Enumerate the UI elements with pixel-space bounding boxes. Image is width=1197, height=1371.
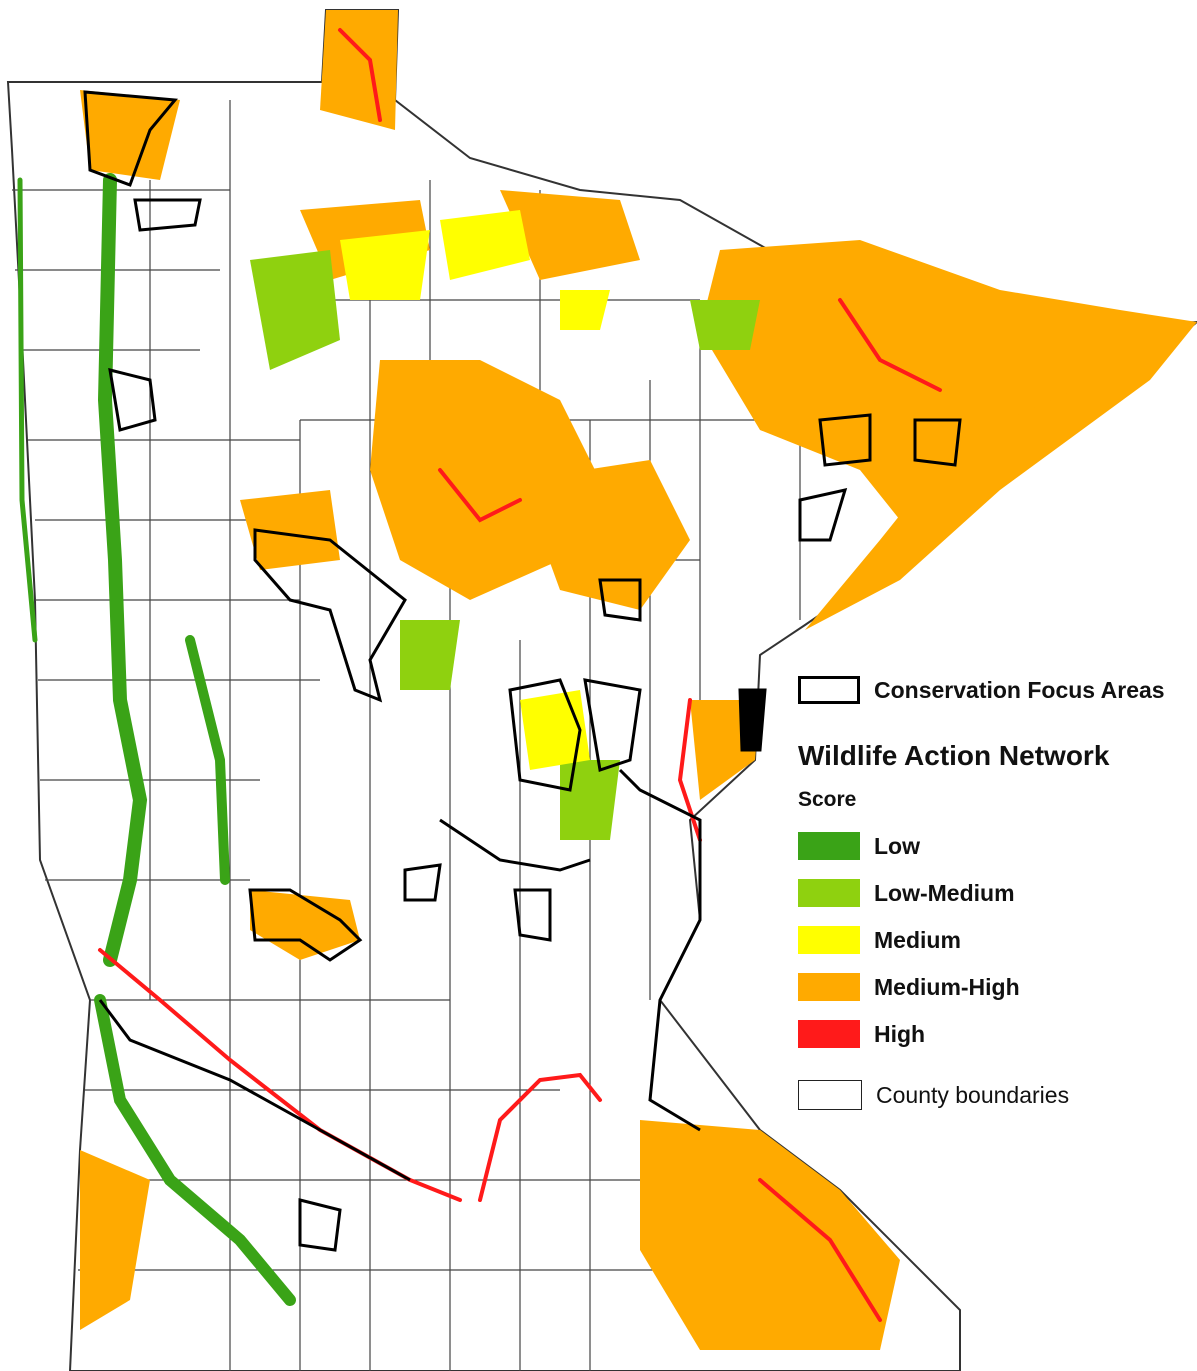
medium-high-label: Medium-High xyxy=(874,973,1020,1000)
legend-row-medium-high: Medium-High xyxy=(798,973,1020,1001)
medium-high-swatch xyxy=(798,973,860,1001)
legend-row-low: Low xyxy=(798,832,920,860)
high-streams xyxy=(98,28,942,1322)
county-boundaries xyxy=(12,100,820,1371)
high-label: High xyxy=(874,1020,926,1047)
medium-label: Medium xyxy=(874,926,961,953)
county-swatch xyxy=(798,1080,862,1110)
legend-row-low-medium: Low-Medium xyxy=(798,879,1015,907)
legend-county-row: County boundaries xyxy=(798,1080,1069,1110)
low-medium-swatch xyxy=(798,879,860,907)
low-label: Low xyxy=(874,832,920,859)
low-swatch xyxy=(798,832,860,860)
focus-area-label: Conservation Focus Areas xyxy=(874,676,1165,703)
legend-row-high: High xyxy=(798,1020,925,1048)
low-areas xyxy=(17,173,296,1306)
low-medium-label: Low-Medium xyxy=(874,879,1015,906)
legend-title: Wildlife Action Network xyxy=(798,740,1110,771)
medium-swatch xyxy=(798,926,860,954)
high-swatch xyxy=(798,1020,860,1048)
conservation-focus-areas xyxy=(83,90,962,1252)
legend-row-medium: Medium xyxy=(798,926,961,954)
medium-high-areas xyxy=(80,10,1197,1350)
low-medium-areas xyxy=(250,250,760,840)
focus-area-swatch xyxy=(798,676,860,704)
legend-subtitle: Score xyxy=(798,788,857,811)
legend-focus-row: Conservation Focus Areas xyxy=(798,676,1165,704)
county-label: County boundaries xyxy=(876,1081,1070,1108)
